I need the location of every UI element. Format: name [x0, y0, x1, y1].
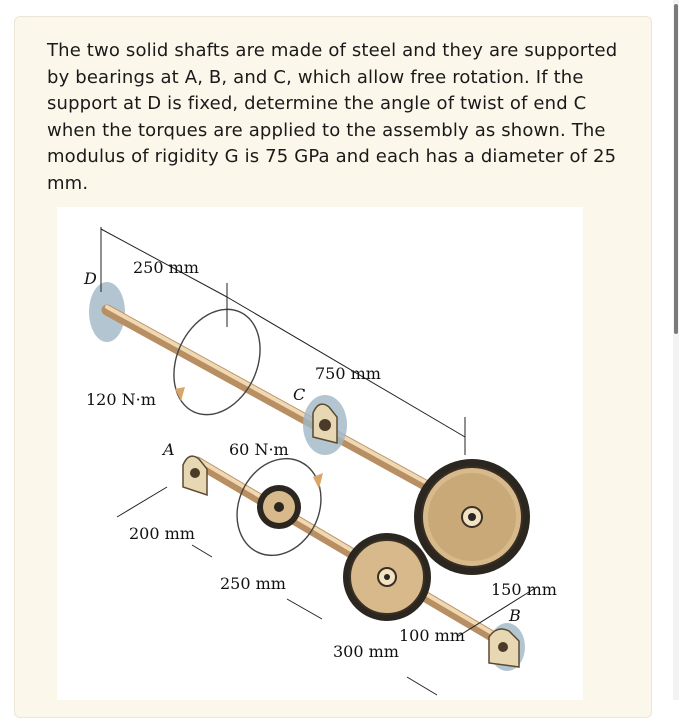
problem-text: The two solid shafts are made of steel a… — [47, 40, 618, 194]
shaft-assembly-figure: D 250 mm 750 mm C 120 N·m 60 N·m A 200 m… — [57, 207, 583, 700]
torque-60-arrowhead — [313, 473, 323, 489]
label-c: C — [293, 385, 305, 404]
label-d: D — [83, 269, 97, 288]
shaft-upper-highlight — [105, 305, 489, 518]
label-dim-300: 300 mm — [333, 642, 399, 661]
scrollbar-track[interactable] — [673, 0, 679, 700]
problem-statement: The two solid shafts are made of steel a… — [47, 38, 627, 197]
shaft-lower-highlight — [195, 457, 499, 638]
figure-svg: D 250 mm 750 mm C 120 N·m 60 N·m A 200 m… — [83, 227, 557, 696]
shaft-upper — [101, 304, 493, 525]
label-b: B — [508, 606, 521, 625]
scrollbar-thumb[interactable] — [674, 4, 678, 334]
label-torque-120: 120 N·m — [86, 390, 156, 409]
medium-gear — [343, 533, 431, 621]
shaft-lower — [191, 456, 503, 645]
label-dim-200: 200 mm — [129, 524, 195, 543]
torque-60-arc — [236, 457, 322, 557]
torque-120-arrowhead — [175, 387, 185, 401]
small-gear-torque — [257, 485, 301, 529]
bearing-c-hole — [319, 419, 331, 431]
label-a: A — [161, 440, 175, 459]
bearing-b-hole — [498, 642, 508, 652]
label-dim-100: 100 mm — [399, 626, 465, 645]
large-gear — [414, 459, 530, 575]
label-dim-250-top: 250 mm — [133, 258, 199, 277]
label-dim-150: 150 mm — [491, 580, 557, 599]
bearing-a-hole — [190, 468, 200, 478]
label-torque-60: 60 N·m — [229, 440, 289, 459]
label-dim-750: 750 mm — [315, 364, 381, 383]
torque-120-arc — [173, 308, 261, 416]
dimension-lines — [100, 227, 538, 696]
label-dim-250-bottom: 250 mm — [220, 574, 286, 593]
